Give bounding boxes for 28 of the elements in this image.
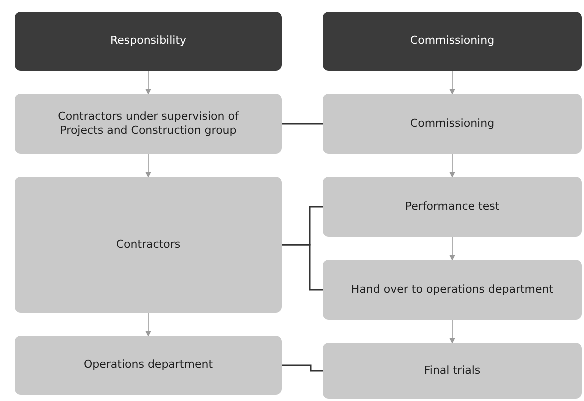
box-label: Commissioning bbox=[410, 34, 495, 49]
box-label: Responsibility bbox=[110, 34, 187, 49]
box-label: Operations department bbox=[84, 358, 214, 373]
box-label: Commissioning bbox=[410, 116, 495, 132]
connector bbox=[450, 236, 456, 261]
process-box bbox=[15, 94, 282, 154]
connector bbox=[282, 244, 323, 291]
process-box bbox=[323, 177, 582, 237]
connector bbox=[146, 70, 152, 95]
connector bbox=[450, 154, 456, 178]
process-box bbox=[323, 343, 582, 399]
box-label: Hand over to operations department bbox=[351, 282, 554, 298]
process-box bbox=[15, 177, 282, 313]
connector bbox=[146, 154, 152, 178]
header-box bbox=[323, 12, 582, 71]
box-label: Final trials bbox=[424, 364, 481, 378]
process-box bbox=[323, 260, 582, 320]
box-label: Contractors bbox=[116, 238, 181, 252]
connector bbox=[450, 70, 456, 95]
connector bbox=[282, 364, 323, 372]
process-box bbox=[15, 336, 282, 395]
box-label: Performance test bbox=[405, 200, 500, 214]
connector bbox=[282, 123, 323, 125]
process-box bbox=[323, 94, 582, 154]
box-label: Contractors under supervision of Projects and Construction group bbox=[57, 110, 240, 138]
connector bbox=[146, 312, 152, 337]
connector bbox=[450, 320, 456, 344]
header-box bbox=[15, 12, 282, 71]
